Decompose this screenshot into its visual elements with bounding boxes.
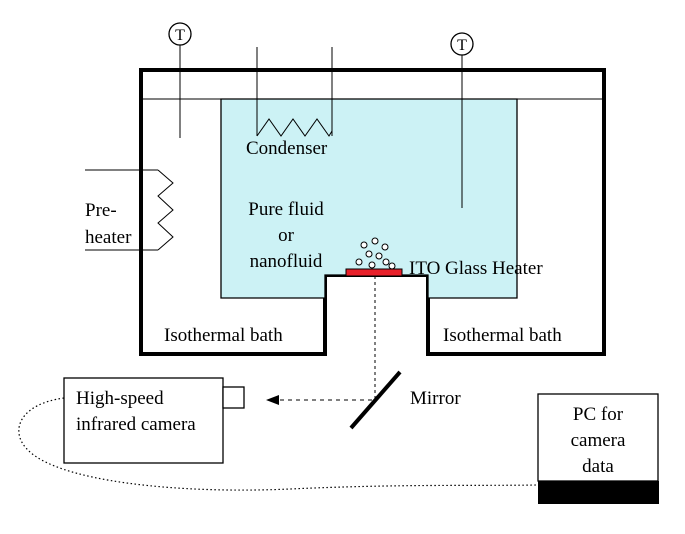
thermometer-label: T [457, 37, 467, 54]
camera-lens [222, 386, 245, 409]
camera-label-line2: infrared camera [76, 414, 196, 435]
pc-base [538, 481, 659, 504]
thermometer-icon: T [450, 32, 474, 208]
pc-label-line2: camera [571, 430, 626, 451]
bath-label-left: Isothermal bath [164, 325, 283, 346]
fluid-label-line2: or [278, 225, 295, 246]
pc-label-line1: PC for [573, 404, 624, 425]
camera-body [63, 377, 224, 464]
thermometer-icon: T [168, 22, 192, 138]
ito-heater-strip [345, 268, 403, 277]
thermometer-label: T [175, 27, 185, 44]
preheater-label-line2: heater [85, 227, 132, 248]
inner-test-vessel [220, 98, 518, 299]
preheater-label-line1: Pre- [85, 200, 117, 221]
fluid-label-line3: nanofluid [250, 251, 323, 272]
condenser-label: Condenser [246, 138, 328, 159]
bath-vessel-outline [139, 68, 606, 356]
mirror-label: Mirror [410, 388, 461, 409]
camera-label-line1: High-speed [76, 388, 164, 409]
heating-coil-icon [85, 169, 174, 251]
bubbles-icon [355, 237, 396, 270]
fluid-label-line1: Pure fluid [248, 199, 324, 220]
pc-box [537, 393, 659, 482]
ito-heater-label: ITO Glass Heater [409, 258, 543, 279]
mirror [349, 370, 402, 430]
condenser-coil-icon [256, 47, 333, 137]
data-cable [18, 397, 539, 491]
arrow-left-icon [266, 395, 279, 405]
pc-label-line3: data [582, 456, 614, 477]
bath-label-right: Isothermal bath [443, 325, 562, 346]
